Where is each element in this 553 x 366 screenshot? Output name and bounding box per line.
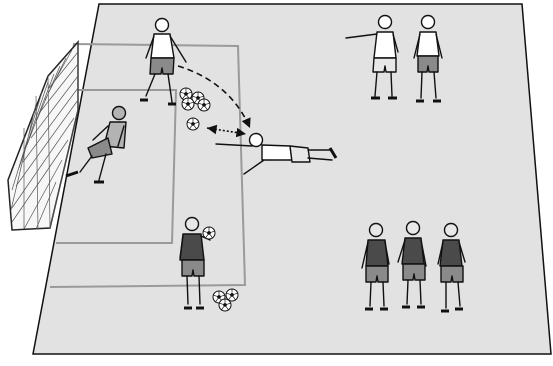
ball-held xyxy=(203,227,215,239)
pitch xyxy=(33,4,551,354)
ball-single xyxy=(187,118,199,130)
